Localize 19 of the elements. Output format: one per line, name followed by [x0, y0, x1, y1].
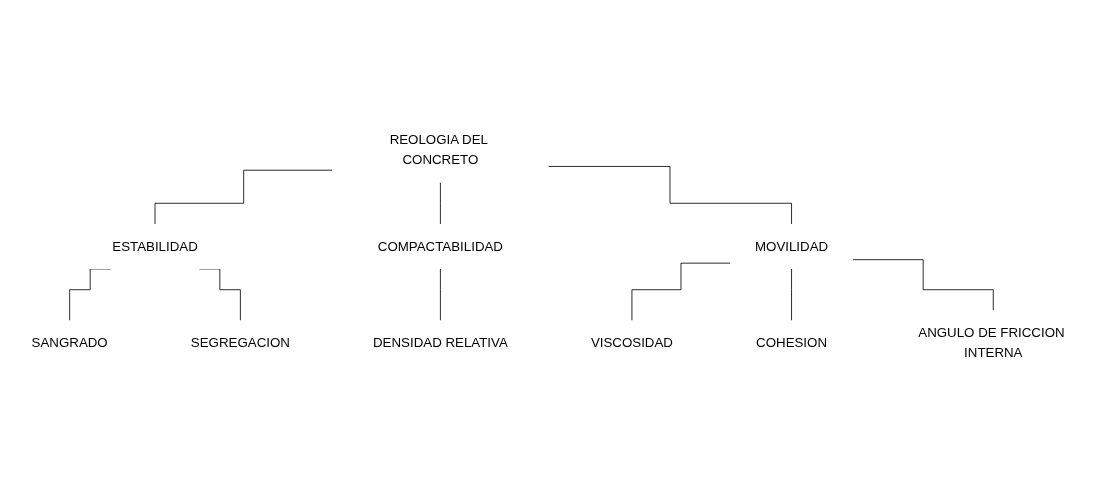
node-text: REOLOGIA DEL CONCRETO	[389, 132, 488, 167]
node-text: ANGULO DE FRICCION INTERNA	[918, 324, 1065, 360]
connector	[631, 262, 731, 321]
node-text: ESTABILIDAD	[112, 238, 198, 253]
connector	[852, 258, 994, 311]
connector	[198, 268, 241, 321]
connector	[440, 268, 441, 321]
connector	[154, 169, 333, 224]
connector	[548, 165, 792, 224]
connector	[440, 181, 441, 224]
node-text: MOVILIDAD	[754, 238, 829, 253]
node-text: COHESION	[756, 334, 828, 350]
connector	[791, 268, 792, 321]
node-text: VISCOSIDAD	[590, 334, 673, 350]
node-text: SANGRADO	[31, 334, 108, 350]
node-text: DENSIDAD RELATIVA	[373, 334, 508, 350]
node-text: SEGREGACION	[190, 334, 290, 350]
node-text: COMPACTABILIDAD	[377, 238, 503, 253]
connector	[69, 268, 112, 321]
